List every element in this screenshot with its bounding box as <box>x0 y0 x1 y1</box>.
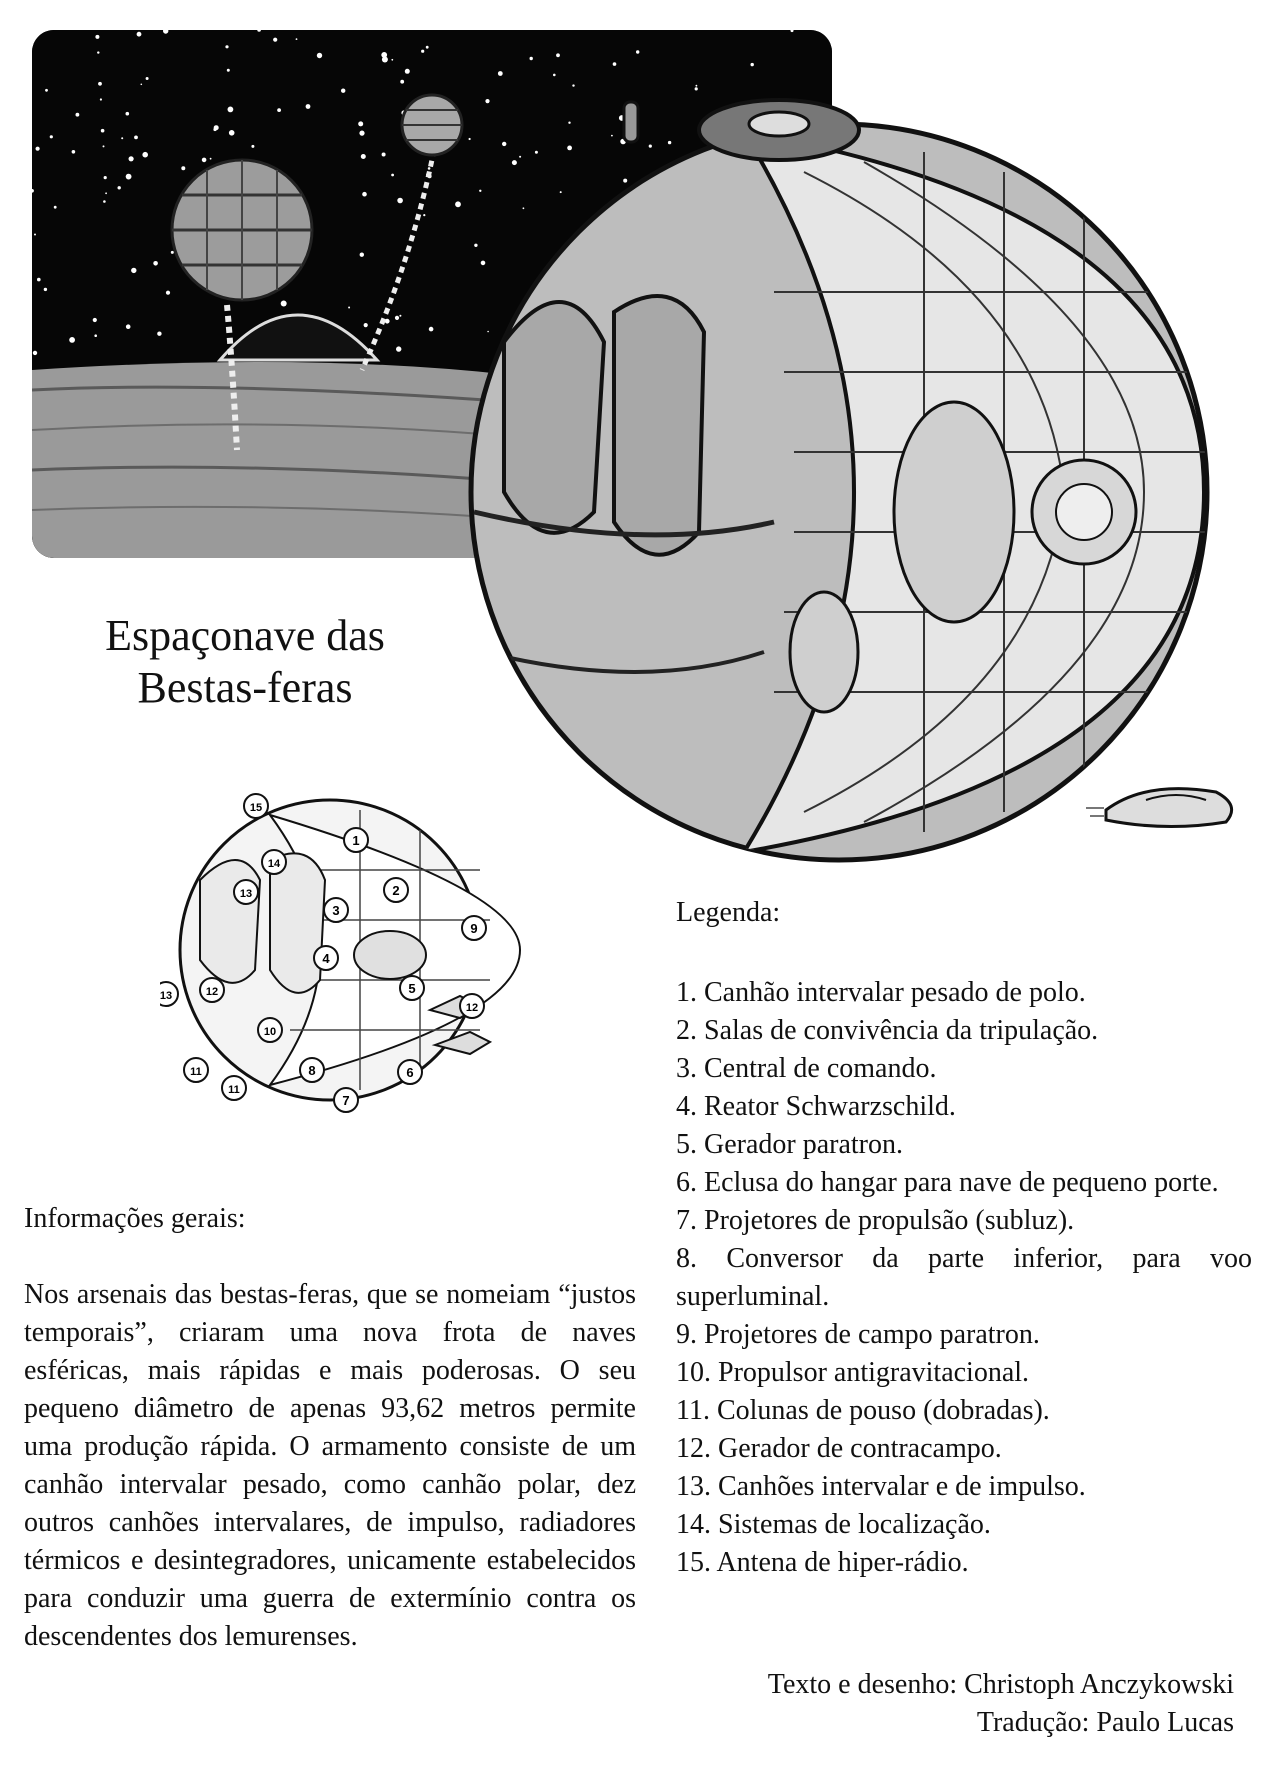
general-info: Informações gerais: Nos arsenais das bes… <box>24 1200 636 1656</box>
diagram-callout-13: 13 <box>153 981 179 1007</box>
diagram-callout-11: 11 <box>183 1057 209 1083</box>
small-craft-illustration <box>1086 770 1246 840</box>
diagram-callout-15: 15 <box>243 793 269 819</box>
diagram-callout-12: 12 <box>199 977 225 1003</box>
page-title: Espaçonave das Bestas-feras <box>60 610 430 714</box>
credit-text-drawing: Texto e desenho: Christoph Anczykowski <box>767 1669 1234 1700</box>
callout-number: 5 <box>408 981 415 996</box>
callout-number: 4 <box>322 951 330 966</box>
callout-number: 13 <box>240 888 252 900</box>
callout-number: 10 <box>264 1026 276 1038</box>
title-line-2: Bestas-feras <box>137 663 353 712</box>
credits: Texto e desenho: Christoph Anczykowski T… <box>640 1666 1234 1742</box>
callout-number: 3 <box>332 903 339 918</box>
legend-heading: Legenda: <box>676 897 781 928</box>
legend-item: 13. Canhões intervalar e de impulso. <box>676 1471 1086 1502</box>
legend-list: 1. Canhão intervalar pesado de polo. 2. … <box>676 974 1252 1582</box>
legend-item: 11. Colunas de pouso (dobradas). <box>676 1395 1050 1426</box>
legend: Legenda: 1. Canhão intervalar pesado de … <box>676 894 1252 1582</box>
callout-number: 14 <box>268 858 281 870</box>
callout-number: 1 <box>352 833 359 848</box>
legend-item: 10. Propulsor antigravitacional. <box>676 1357 1030 1388</box>
callout-number: 12 <box>466 1002 478 1014</box>
diagram-callout-10: 10 <box>257 1017 283 1043</box>
legend-item: 6. Eclusa do hangar para nave de pequeno… <box>676 1167 1219 1198</box>
legend-item: 1. Canhão intervalar pesado de polo. <box>676 977 1086 1008</box>
callout-number: 12 <box>206 986 218 998</box>
diagram-callout-4: 4 <box>313 945 339 971</box>
diagram-callout-6: 6 <box>397 1059 423 1085</box>
legend-item: 5. Gerador paratron. <box>676 1129 904 1160</box>
spaceship-cutaway-illustration <box>444 92 1244 872</box>
diagram-callout-14: 14 <box>261 849 287 875</box>
legend-item: 8. Conversor da parte inferior, para voo… <box>676 1243 1252 1312</box>
callout-number: 2 <box>392 883 399 898</box>
diagram-callout-8: 8 <box>299 1057 325 1083</box>
credit-translation: Tradução: Paulo Lucas <box>976 1707 1234 1738</box>
info-heading: Informações gerais: <box>24 1203 246 1234</box>
legend-item: 7. Projetores de propulsão (subluz). <box>676 1205 1075 1236</box>
callout-number: 15 <box>250 802 262 814</box>
diagram-callout-2: 2 <box>383 877 409 903</box>
diagram-callout-1: 1 <box>343 827 369 853</box>
callout-number: 8 <box>308 1063 315 1078</box>
info-body: Nos arsenais das bestas-feras, que se no… <box>24 1279 636 1652</box>
callout-number: 7 <box>342 1093 349 1108</box>
legend-item: 9. Projetores de campo paratron. <box>676 1319 1040 1350</box>
diagram-callout-3: 3 <box>323 897 349 923</box>
callout-number: 13 <box>160 990 172 1002</box>
callout-number: 6 <box>406 1065 413 1080</box>
legend-item: 14. Sistemas de localização. <box>676 1509 991 1540</box>
diagram-callout-9: 9 <box>461 915 487 941</box>
title-line-1: Espaçonave das <box>105 611 385 660</box>
callout-number: 9 <box>470 921 477 936</box>
legend-item: 4. Reator Schwarzschild. <box>676 1091 956 1122</box>
legend-item: 15. Antena de hiper-rádio. <box>676 1547 969 1578</box>
diagram-callout-12: 12 <box>459 993 485 1019</box>
diagram-callout-5: 5 <box>399 975 425 1001</box>
callout-number: 11 <box>228 1084 240 1096</box>
diagram-callout-11: 11 <box>221 1075 247 1101</box>
callout-number: 11 <box>190 1066 202 1078</box>
legend-item: 3. Central de comando. <box>676 1053 937 1084</box>
diagram-callout-13: 13 <box>233 879 259 905</box>
diagram-callout-7: 7 <box>333 1087 359 1113</box>
legend-item: 2. Salas de convivência da tripulação. <box>676 1015 1099 1046</box>
legend-item: 12. Gerador de contracampo. <box>676 1433 1002 1464</box>
